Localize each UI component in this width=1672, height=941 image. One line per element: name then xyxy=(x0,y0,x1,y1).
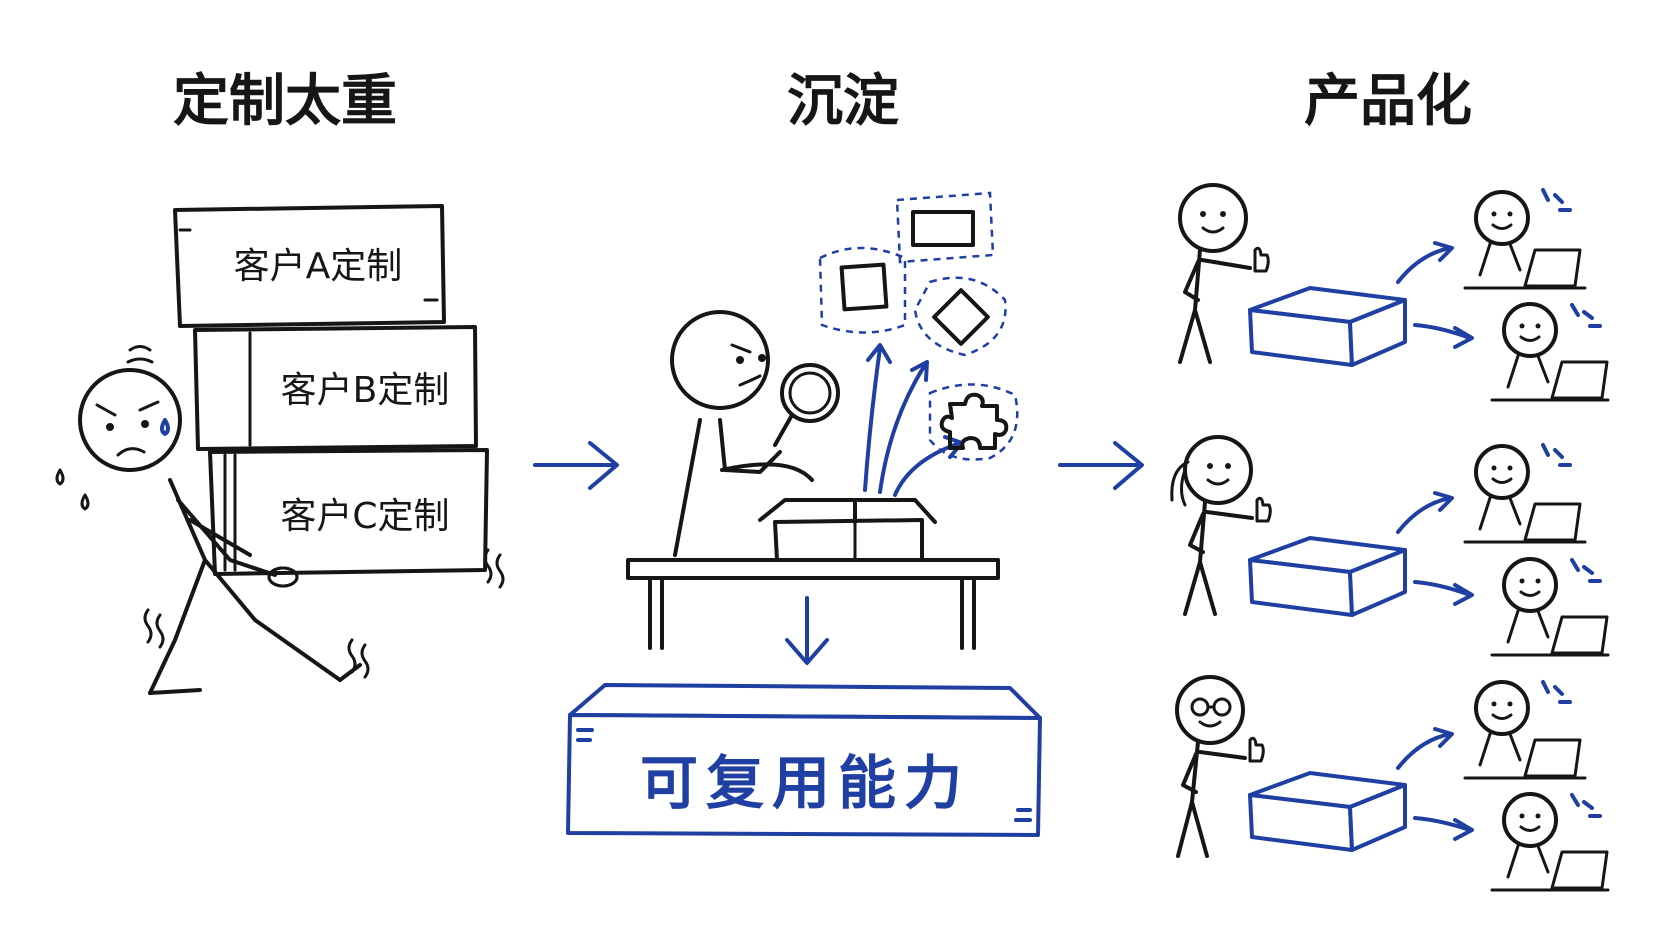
user-at-laptop xyxy=(1490,302,1610,402)
component-square xyxy=(818,246,907,334)
product-row-2 xyxy=(1170,435,1610,657)
thumbs-up-icon xyxy=(1253,246,1270,273)
thumbs-up-icon xyxy=(1255,496,1272,523)
heading-productize: 产品化 xyxy=(1304,69,1472,134)
stressed-person-figure xyxy=(55,345,505,695)
seller-avatar xyxy=(1175,675,1245,745)
product-row-1 xyxy=(1178,183,1610,402)
user-at-laptop xyxy=(1490,557,1610,657)
heading-too-heavy: 定制太重 xyxy=(173,69,397,134)
user-at-laptop xyxy=(1463,443,1587,544)
arrow-right-icon xyxy=(533,441,619,490)
component-diamond xyxy=(913,276,1007,357)
heading-precipitate: 沉淀 xyxy=(787,69,899,134)
box-customer-c: 客户C定制 xyxy=(208,448,489,576)
arrow-down-icon xyxy=(785,596,829,665)
box-label-a: 客户A定制 xyxy=(234,246,403,287)
rising-arrows xyxy=(863,343,964,497)
box-label-b: 客户B定制 xyxy=(281,370,450,411)
arrow-right-icon xyxy=(1058,441,1144,490)
box-customer-b: 客户B定制 xyxy=(193,325,478,451)
box-label-c: 客户C定制 xyxy=(280,496,449,537)
sweat-drop-icon xyxy=(160,418,170,436)
seller-avatar xyxy=(1178,183,1248,253)
user-at-laptop xyxy=(1463,188,1587,290)
magnifier-icon xyxy=(780,363,840,423)
analyst-figure xyxy=(626,310,1000,650)
component-rectangle xyxy=(895,191,995,264)
user-at-laptop xyxy=(1463,680,1587,780)
box-customer-a: 客户A定制 xyxy=(173,204,446,328)
platform-label: 可复用能力 xyxy=(640,749,970,817)
thumbs-up-icon xyxy=(1248,736,1265,763)
hand-icon xyxy=(267,566,299,588)
user-at-laptop xyxy=(1490,792,1610,892)
product-row-3 xyxy=(1175,675,1610,892)
puzzle-piece-icon xyxy=(928,383,1019,461)
seller-avatar xyxy=(1183,435,1253,505)
reusable-capability-platform: 可复用能力 xyxy=(566,683,1042,837)
